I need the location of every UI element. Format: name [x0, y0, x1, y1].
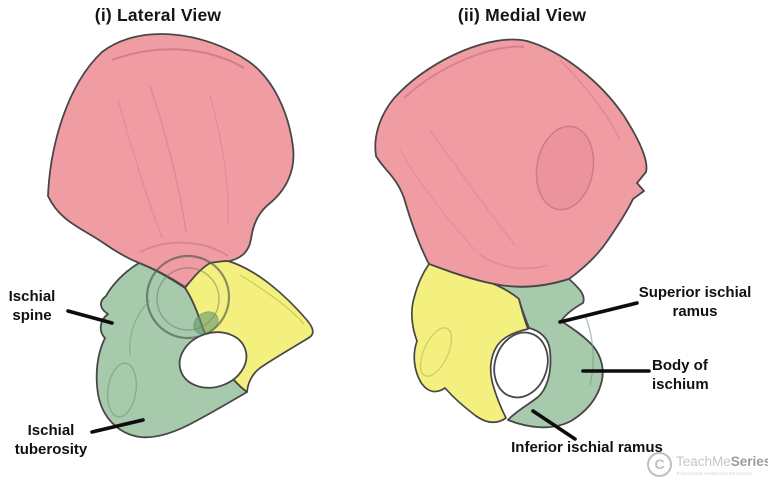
pointer-lines: [66, 301, 651, 441]
medial-obturator-foramen: [493, 331, 549, 399]
watermark: C TeachMeSeries.com Educational Healthca…: [645, 450, 768, 480]
inferior-ischial-ramus-pointer: [531, 409, 577, 441]
lateral-view-bone: [47, 33, 314, 439]
medial-view-title: (ii) Medial View: [457, 5, 587, 25]
lateral-acetabulum-rim: [145, 254, 231, 340]
lateral-shading: [106, 48, 305, 418]
lateral-ilium-region: [47, 33, 295, 288]
medial-ilium-region: [374, 38, 648, 288]
watermark-brand-light: TeachMe: [676, 454, 731, 469]
lateral-acetabulum-inner: [156, 267, 220, 331]
lateral-acetabular-notch: [193, 311, 219, 335]
label-body-of-ischium: Body of ischium: [652, 357, 709, 393]
watermark-tagline: Educational Healthcare Resources: [677, 471, 753, 476]
copyright-icon: C: [647, 452, 672, 477]
label-superior-ischial-ramus: Superior ischial ramus: [638, 284, 752, 320]
superior-ischial-ramus-pointer: [558, 301, 639, 324]
ischial-tuberosity-pointer: [90, 418, 145, 434]
label-ischial-spine: Ischial spine: [8, 288, 56, 324]
watermark-brand-bold: Series: [730, 454, 768, 469]
medial-shading: [399, 45, 621, 386]
lateral-obturator-foramen: [178, 331, 248, 389]
label-inferior-ischial-ramus: Inferior ischial ramus: [511, 439, 663, 456]
label-ischial-tuberosity: Ischial tuberosity: [14, 422, 88, 458]
medial-view-bone: [374, 38, 648, 429]
ischial-spine-pointer: [66, 309, 114, 325]
medial-ischium-region: [493, 278, 604, 429]
lateral-view-title: (i) Lateral View: [94, 5, 222, 25]
watermark-brand: TeachMeSeries.com: [676, 453, 768, 471]
